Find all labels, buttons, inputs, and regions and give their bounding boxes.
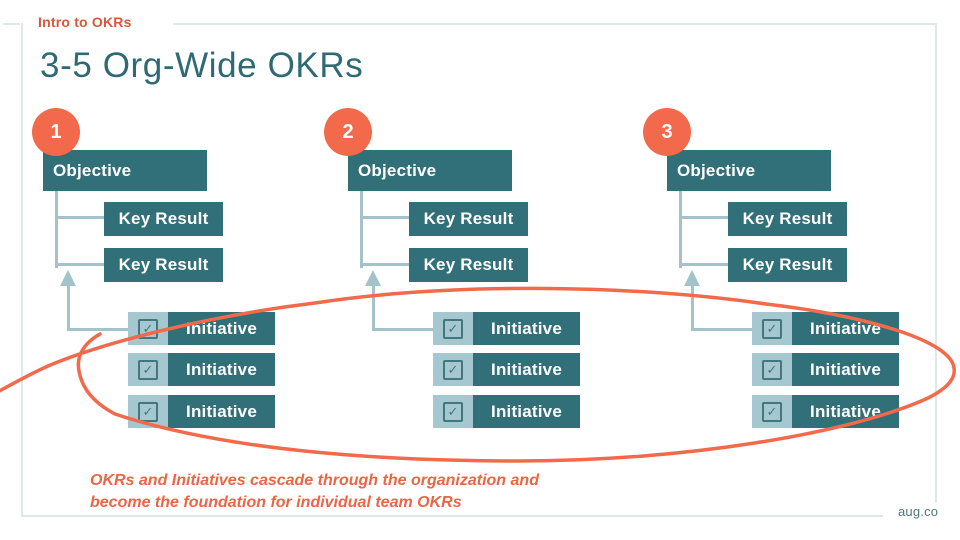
- connector-elbow-line: [372, 328, 433, 331]
- frame-top-left-segment: [3, 23, 20, 25]
- key-result-label: Key Result: [118, 209, 209, 228]
- arrow-shaft-line: [691, 286, 694, 331]
- initiative-row: ✓ Initiative: [128, 395, 275, 428]
- key-result-label: Key Result: [742, 209, 833, 228]
- column-number: 3: [661, 120, 673, 143]
- frame-right-line: [935, 23, 937, 503]
- okr-column-3: 3 Objective Key Result Key Result ✓ Init…: [643, 108, 927, 438]
- checkmark-icon: ✓: [443, 401, 463, 422]
- connector-branch-line: [680, 216, 728, 219]
- connector-branch-line: [680, 263, 728, 266]
- initiative-row: ✓ Initiative: [752, 395, 899, 428]
- checkbox: ✓: [433, 353, 473, 386]
- checkmark-icon: ✓: [138, 318, 158, 339]
- initiative-row: ✓ Initiative: [128, 312, 275, 345]
- initiative-row: ✓ Initiative: [433, 353, 580, 386]
- initiative-label: Initiative: [792, 353, 899, 386]
- objective-box: Objective: [43, 150, 207, 191]
- arrow-shaft-line: [372, 286, 375, 331]
- connector-branch-line: [56, 263, 104, 266]
- checkmark-icon: ✓: [138, 359, 158, 380]
- initiative-label: Initiative: [168, 353, 275, 386]
- initiative-label: Initiative: [792, 312, 899, 345]
- checkbox: ✓: [752, 312, 792, 345]
- caption-line-1: OKRs and Initiatives cascade through the…: [90, 472, 539, 489]
- caption-line-2: become the foundation for individual tea…: [90, 494, 462, 511]
- okr-column-2: 2 Objective Key Result Key Result ✓ Init…: [324, 108, 608, 438]
- checkmark-icon: ✓: [138, 401, 158, 422]
- key-result-box: Key Result: [728, 248, 847, 282]
- key-result-label: Key Result: [742, 255, 833, 274]
- key-result-box: Key Result: [409, 248, 528, 282]
- key-result-label: Key Result: [423, 209, 514, 228]
- eyebrow-label: Intro to OKRs: [38, 14, 132, 30]
- connector-vertical-line: [55, 191, 58, 268]
- column-number-badge: 3: [643, 108, 691, 156]
- key-result-box: Key Result: [728, 202, 847, 236]
- checkbox: ✓: [128, 395, 168, 428]
- initiative-label: Initiative: [473, 395, 580, 428]
- objective-label: Objective: [677, 160, 756, 180]
- checkmark-icon: ✓: [762, 318, 782, 339]
- initiative-label: Initiative: [792, 395, 899, 428]
- objective-box: Objective: [667, 150, 831, 191]
- objective-label: Objective: [358, 160, 437, 180]
- key-result-label: Key Result: [423, 255, 514, 274]
- connector-branch-line: [361, 263, 409, 266]
- okr-column-1: 1 Objective Key Result Key Result ✓ Init…: [32, 108, 303, 438]
- checkbox: ✓: [433, 312, 473, 345]
- checkmark-icon: ✓: [762, 401, 782, 422]
- connector-elbow-line: [67, 328, 128, 331]
- page-title: 3-5 Org-Wide OKRs: [40, 46, 364, 85]
- checkbox: ✓: [752, 395, 792, 428]
- connector-elbow-line: [691, 328, 752, 331]
- initiative-row: ✓ Initiative: [752, 312, 899, 345]
- arrow-shaft-line: [67, 286, 70, 331]
- initiative-row: ✓ Initiative: [433, 312, 580, 345]
- initiative-label: Initiative: [473, 312, 580, 345]
- key-result-label: Key Result: [118, 255, 209, 274]
- objective-box: Objective: [348, 150, 512, 191]
- column-number: 2: [342, 120, 354, 143]
- column-number: 1: [50, 120, 62, 143]
- initiative-row: ✓ Initiative: [128, 353, 275, 386]
- initiative-label: Initiative: [168, 312, 275, 345]
- footer-brand: aug.co: [898, 504, 939, 519]
- initiative-label: Initiative: [473, 353, 580, 386]
- connector-branch-line: [56, 216, 104, 219]
- key-result-box: Key Result: [104, 248, 223, 282]
- checkbox: ✓: [752, 353, 792, 386]
- checkbox: ✓: [128, 312, 168, 345]
- frame-bottom-line: [21, 515, 883, 517]
- checkmark-icon: ✓: [443, 318, 463, 339]
- checkbox: ✓: [128, 353, 168, 386]
- connector-vertical-line: [360, 191, 363, 268]
- checkmark-icon: ✓: [762, 359, 782, 380]
- arrow-up-icon: [60, 270, 76, 286]
- initiative-row: ✓ Initiative: [752, 353, 899, 386]
- initiative-row: ✓ Initiative: [433, 395, 580, 428]
- frame-top-line: [173, 23, 935, 25]
- initiative-label: Initiative: [168, 395, 275, 428]
- checkbox: ✓: [433, 395, 473, 428]
- caption-text: OKRs and Initiatives cascade through the…: [90, 470, 560, 514]
- connector-vertical-line: [679, 191, 682, 268]
- frame-left-line: [21, 23, 23, 516]
- checkmark-icon: ✓: [443, 359, 463, 380]
- column-number-badge: 1: [32, 108, 80, 156]
- key-result-box: Key Result: [104, 202, 223, 236]
- key-result-box: Key Result: [409, 202, 528, 236]
- column-number-badge: 2: [324, 108, 372, 156]
- objective-label: Objective: [53, 160, 132, 180]
- arrow-up-icon: [684, 270, 700, 286]
- arrow-up-icon: [365, 270, 381, 286]
- connector-branch-line: [361, 216, 409, 219]
